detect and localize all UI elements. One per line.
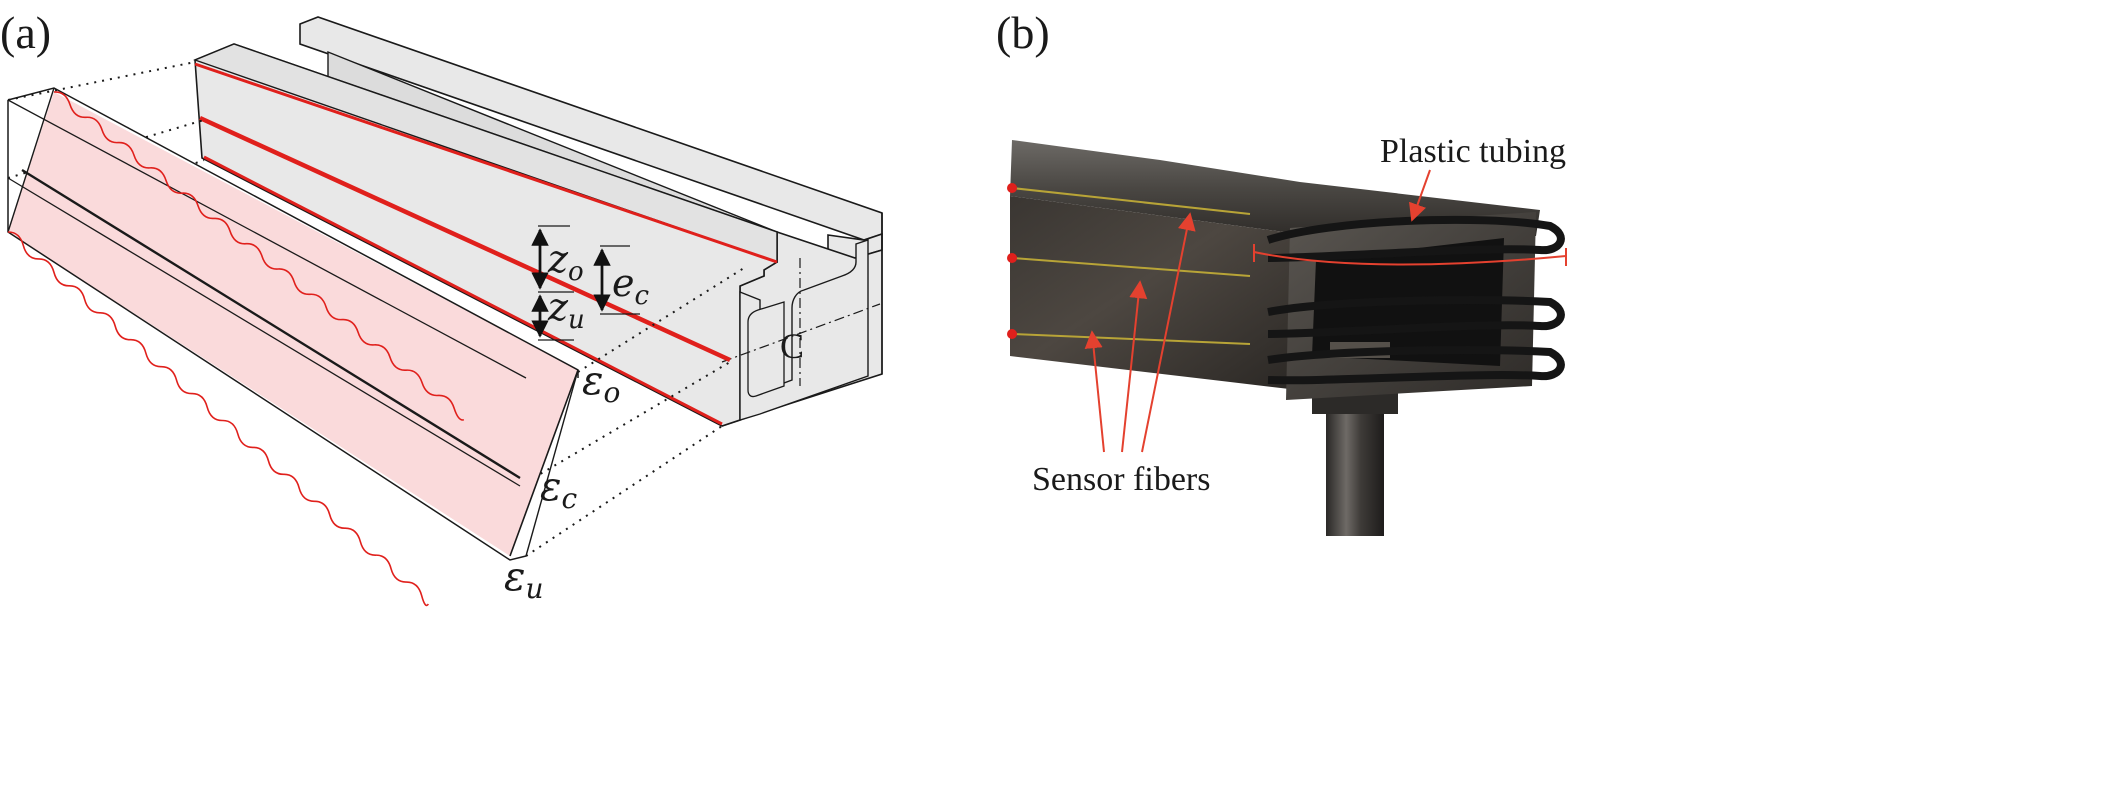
- panel-b-label: (b): [996, 7, 1050, 58]
- tubing-loop-3: [1267, 346, 1565, 385]
- panel-a-label: (a): [0, 7, 51, 58]
- tubing-loop-2: [1267, 296, 1565, 338]
- sensor-arrow-3: [1141, 212, 1196, 453]
- plastic-tubing-arrow: [1409, 169, 1431, 222]
- sensor-arrow-2: [1121, 280, 1148, 453]
- inner-slot: [747, 301, 785, 398]
- eps-u-label: εu: [504, 554, 544, 605]
- tubing-loop-1: [1266, 215, 1565, 262]
- dimension-marks: zo zu ec C: [531, 225, 804, 366]
- centroid-label: C: [780, 326, 804, 366]
- fiber-top: [194, 62, 778, 264]
- beam-top: [1010, 140, 1540, 236]
- fiber-bottom: [203, 155, 723, 426]
- fiber-centroid: [199, 115, 731, 363]
- strain-wavy-top: [53, 91, 465, 421]
- sensor-arrow-1: [1084, 330, 1105, 453]
- panel-b: (b): [996, 7, 1567, 536]
- panel-a: (a): [0, 7, 883, 607]
- end-curve-indicator: [1253, 251, 1567, 266]
- strain-distribution: εo εc εu: [7, 87, 620, 607]
- z-o-label: zo: [547, 237, 584, 287]
- fiber-lines: [194, 62, 778, 426]
- e-c-label: ec: [612, 261, 650, 311]
- strain-wavy-bottom: [7, 231, 430, 607]
- strain-fill: [8, 92, 578, 556]
- centroid-axis-horizontal: [721, 303, 881, 363]
- beam-photo: [1007, 140, 1567, 536]
- annotations: Plastic tubing Sensor fibers: [1032, 133, 1566, 498]
- z-u-label: zu: [547, 285, 585, 335]
- eps-o-label: εo: [582, 358, 620, 409]
- plastic-tubing-label: Plastic tubing: [1380, 133, 1566, 170]
- sensor-fibers-label: Sensor fibers: [1032, 461, 1210, 498]
- channel-profile: [193, 16, 883, 427]
- eps-c-label: εc: [540, 464, 577, 515]
- beam-side: [1010, 196, 1300, 390]
- cross-section-cutout: [739, 239, 869, 421]
